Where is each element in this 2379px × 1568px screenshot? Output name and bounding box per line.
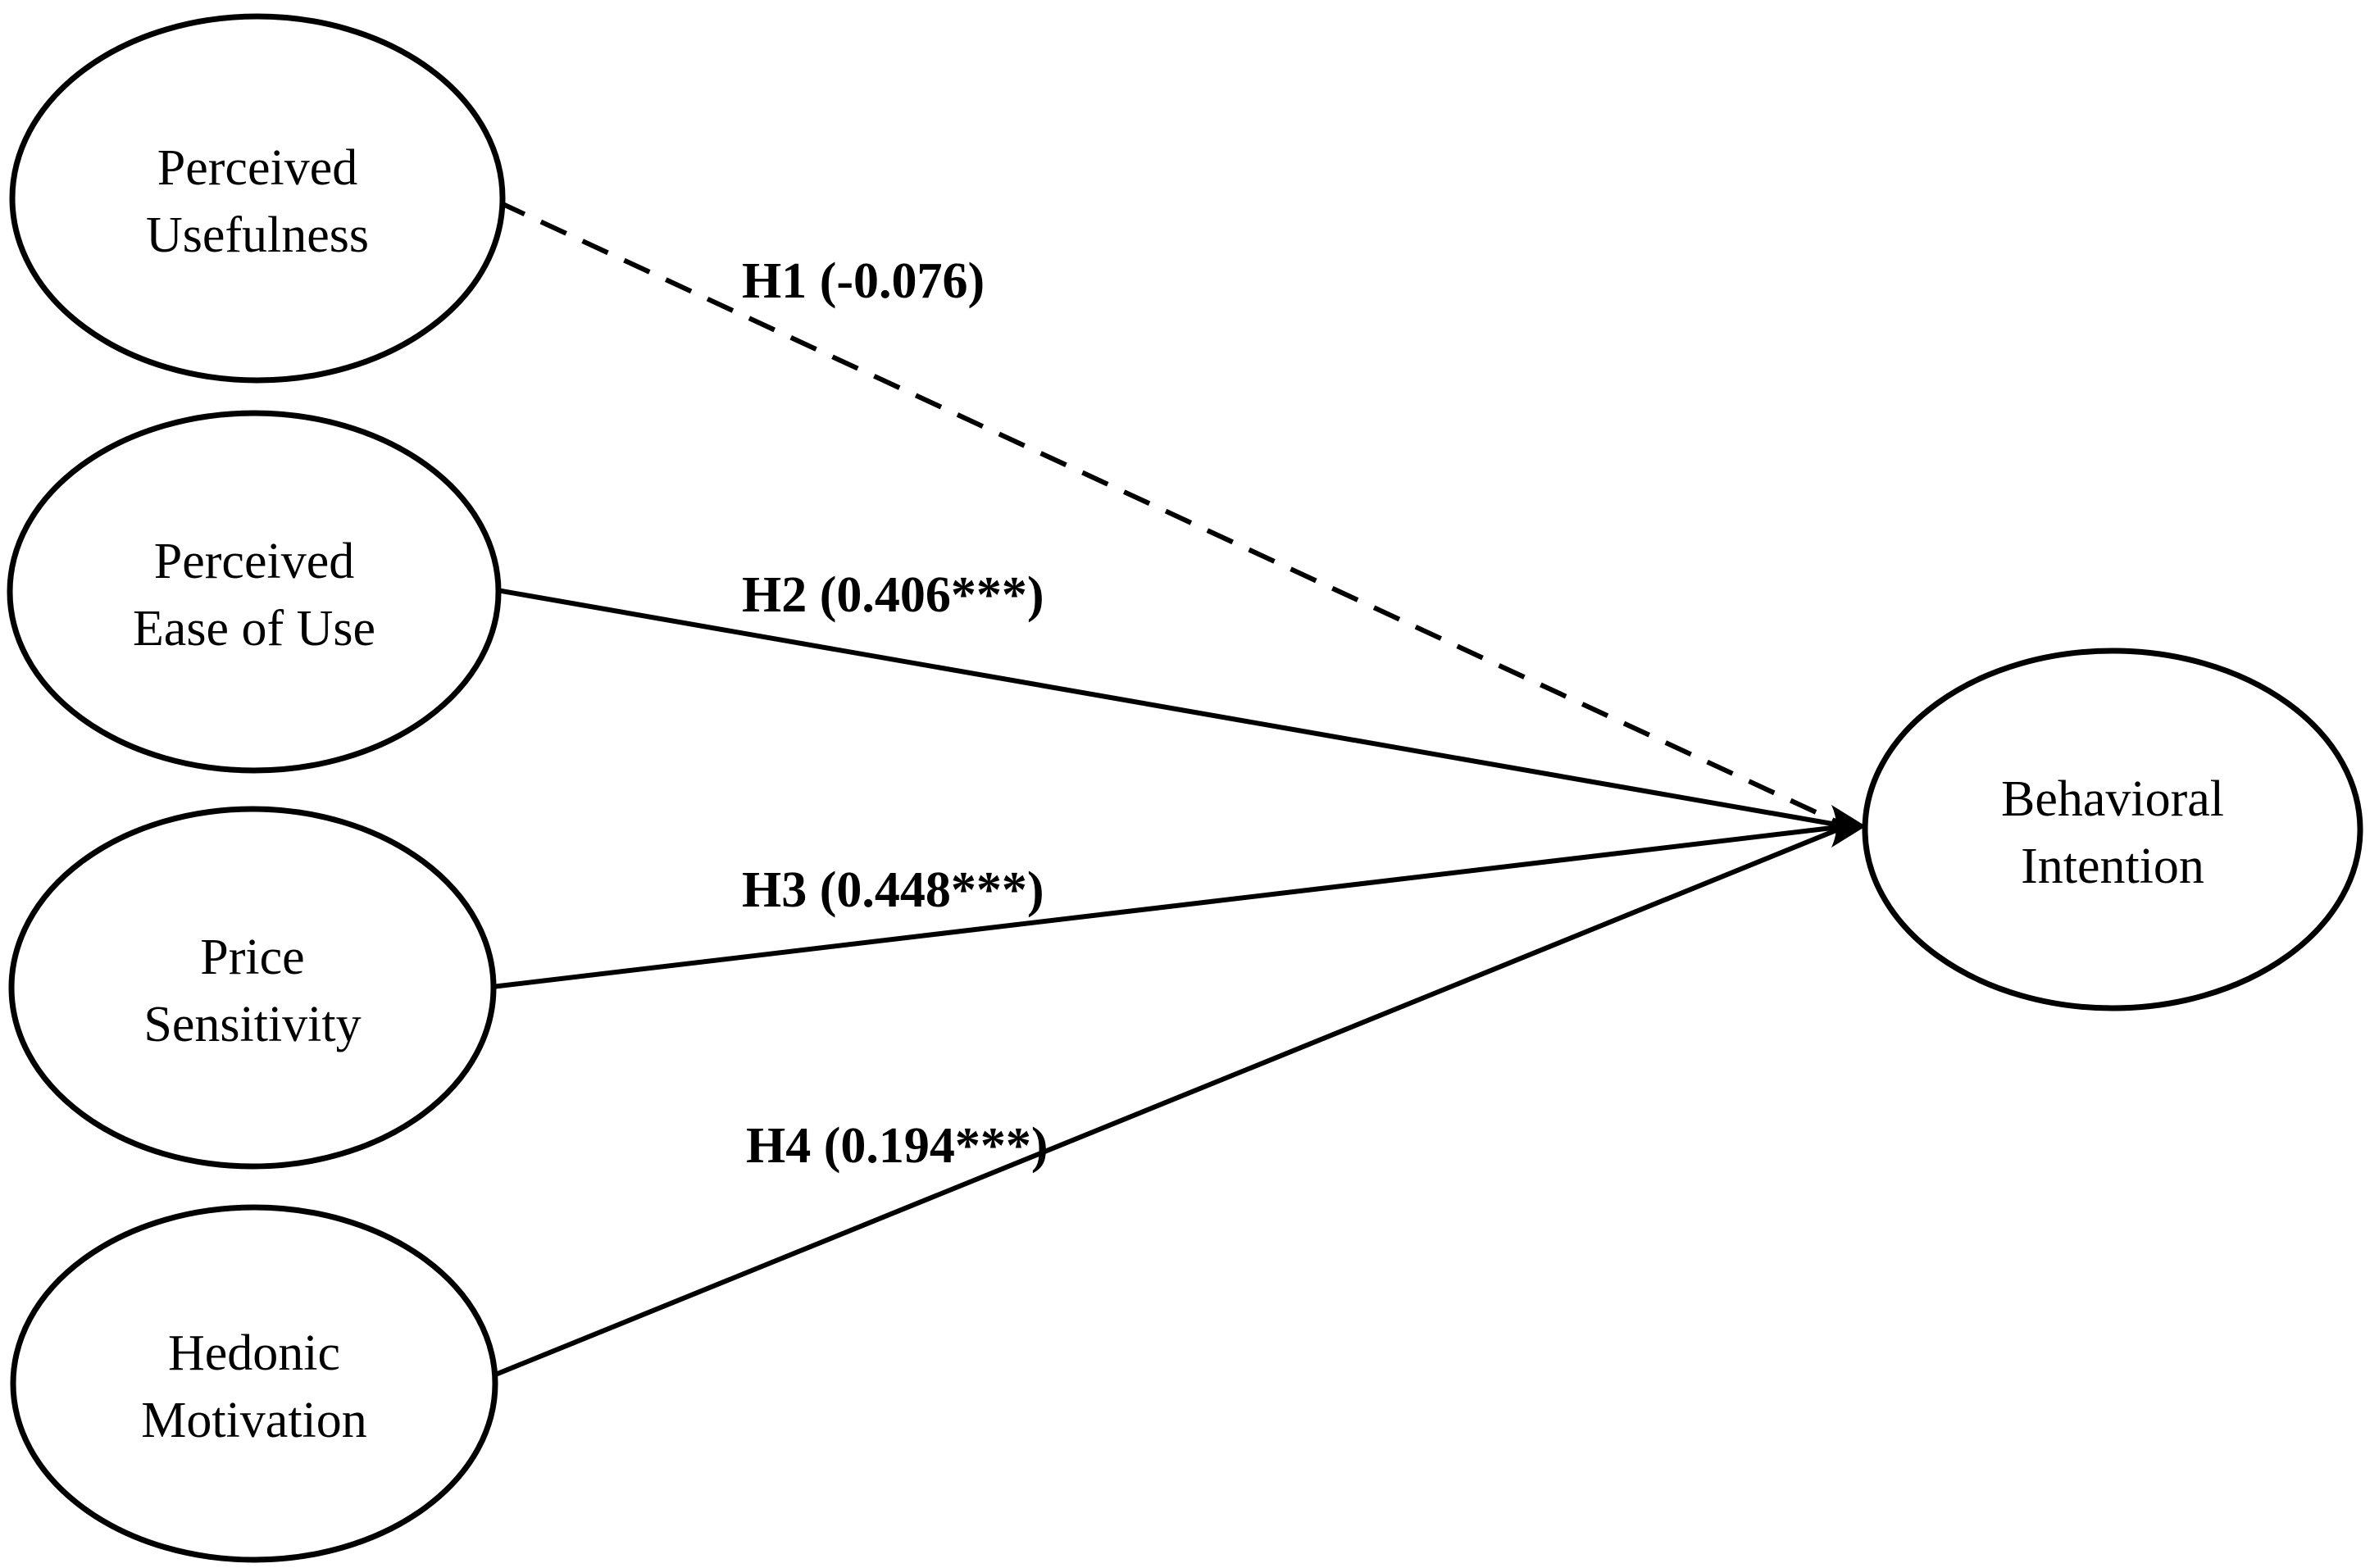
node-label-line2: Intention [2021, 839, 2204, 894]
node-ellipse-perceived-ease-of-use [7, 410, 502, 774]
path-line-h1 [498, 200, 1848, 829]
node-ellipse-hedonic-motivation [10, 1204, 498, 1563]
node-perceived-usefulness: Perceived Usefulness [9, 13, 506, 384]
path-line-h4 [488, 824, 1848, 1379]
node-ellipse-price-sensitivity [8, 806, 497, 1170]
node-label-line2: Usefulness [146, 207, 369, 263]
arrowhead-icon [1831, 805, 1866, 848]
path-label-h2: H2 (0.406***) [742, 567, 1044, 623]
node-hedonic-motivation: Hedonic Motivation [10, 1204, 498, 1563]
node-ellipse-perceived-usefulness [9, 13, 506, 384]
path-label-h4: H4 (0.194***) [746, 1118, 1048, 1174]
node-label-line2: Motivation [141, 1393, 367, 1448]
node-label-line2: Sensitivity [143, 997, 361, 1052]
path-label-h1: H1 (-0.076) [742, 253, 985, 309]
path-line-h2 [496, 588, 1847, 829]
node-label-line1: Hedonic [168, 1325, 340, 1381]
node-behavioral-intention: Behavioral Intention [1862, 648, 2363, 1011]
node-label-line2: Ease of Use [133, 601, 375, 657]
node-label-line1: Price [200, 929, 304, 985]
node-label-line1: Perceived [154, 534, 354, 589]
node-ellipse-behavioral-intention [1862, 648, 2363, 1011]
path-line-h3 [491, 824, 1847, 989]
node-price-sensitivity: Price Sensitivity [8, 806, 497, 1170]
node-label-line1: Perceived [157, 140, 357, 196]
node-label-line1: Behavioral [2001, 771, 2224, 827]
path-label-h3: H3 (0.448***) [742, 862, 1044, 918]
node-perceived-ease-of-use: Perceived Ease of Use [7, 410, 502, 774]
